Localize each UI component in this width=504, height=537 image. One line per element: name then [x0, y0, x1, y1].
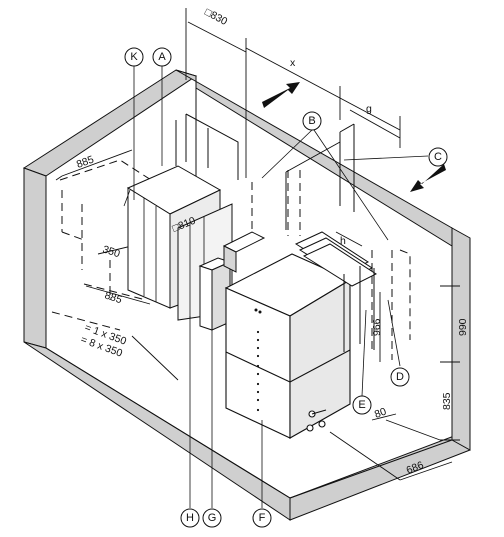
dim-x: x	[290, 57, 296, 69]
callout-e: E	[352, 395, 372, 415]
callout-a: A	[152, 47, 172, 67]
dim-h: h	[340, 235, 346, 247]
svg-text:C: C	[434, 151, 442, 163]
flue-plate	[294, 231, 378, 352]
callout-g: G	[202, 508, 222, 528]
svg-text:E: E	[358, 399, 365, 411]
airflow-arrows	[262, 82, 446, 192]
svg-text:G: G	[208, 512, 217, 524]
boiler-unit	[224, 253, 352, 439]
dim-885-mid: 885	[103, 289, 124, 306]
dim-835: 835	[441, 392, 453, 410]
callout-k: K	[124, 47, 144, 67]
svg-text:F: F	[259, 512, 266, 524]
callout-c: C	[428, 147, 448, 167]
arrow-left-icon	[410, 164, 446, 192]
room-walls	[22, 69, 471, 521]
svg-text:K: K	[130, 51, 138, 63]
svg-text:B: B	[308, 115, 315, 127]
callout-f: F	[252, 508, 272, 528]
callout-h: H	[180, 508, 200, 528]
dim-885-top: 885	[75, 153, 96, 170]
dim-g: g	[366, 103, 372, 115]
callout-d: D	[390, 367, 410, 387]
svg-text:A: A	[158, 51, 166, 63]
dim-830: □830	[203, 6, 230, 28]
svg-text:D: D	[396, 371, 404, 383]
callout-leaders	[123, 66, 429, 508]
dim-80: 80	[373, 405, 388, 420]
wall-opening	[175, 113, 355, 230]
svg-text:H: H	[186, 512, 194, 524]
callout-b: B	[302, 111, 322, 131]
arrow-right-icon	[262, 82, 300, 108]
dim-966: 966	[371, 318, 383, 336]
dim-990: 990	[457, 318, 469, 336]
callout-markers: K A B C D E H G F	[124, 47, 448, 528]
storage-tank-stack	[126, 165, 266, 331]
dim-350: 350	[101, 243, 122, 260]
